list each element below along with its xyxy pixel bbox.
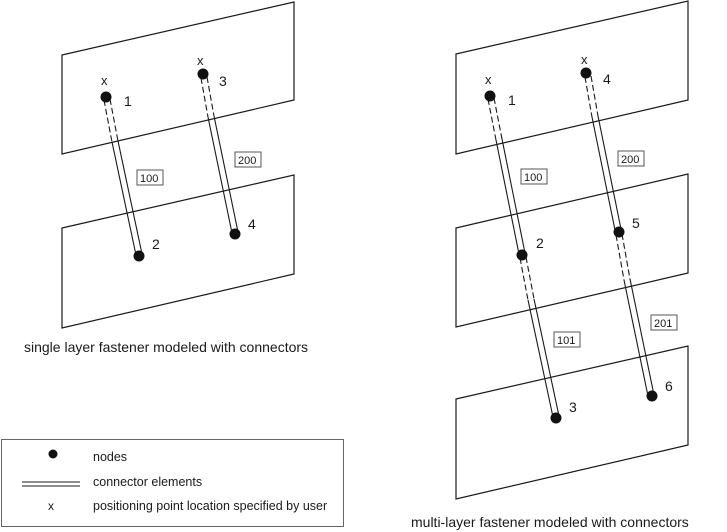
svg-text:101: 101 xyxy=(557,335,575,347)
connector-element xyxy=(487,97,526,255)
legend-item-nodes: nodes xyxy=(2,448,343,468)
single-layer-diagram: x x 1 2 3 4 100 200 xyxy=(61,1,295,329)
node-dot xyxy=(133,250,145,262)
legend-label: connector elements xyxy=(93,475,203,489)
connector-element xyxy=(519,256,560,418)
node-dot xyxy=(613,226,625,238)
node-label: 2 xyxy=(152,236,160,252)
positioning-point-mark: x xyxy=(581,52,588,67)
connector-element xyxy=(615,233,655,397)
plate-top xyxy=(61,1,295,155)
node-dot xyxy=(100,91,112,103)
node-label: 2 xyxy=(536,235,544,251)
positioning-point-mark: x xyxy=(197,53,204,68)
node-label: 1 xyxy=(508,92,516,108)
node-dot xyxy=(229,228,241,240)
svg-text:200: 200 xyxy=(238,155,256,167)
node-label: 3 xyxy=(219,73,227,89)
plate-bottom xyxy=(61,174,295,329)
node-dot xyxy=(197,68,209,80)
svg-text:100: 100 xyxy=(524,172,542,184)
node-dot-icon xyxy=(48,449,58,459)
positioning-point-mark: x xyxy=(101,73,108,88)
connector-element xyxy=(200,76,239,234)
element-id-label: 100 xyxy=(136,169,164,186)
node-label: 4 xyxy=(248,216,256,232)
plate-top xyxy=(455,0,689,155)
multi-layer-caption: multi-layer fastener modeled with connec… xyxy=(411,514,689,530)
node-dot xyxy=(646,390,658,402)
legend-item-connector-elements: connector elements xyxy=(2,473,343,493)
double-line-icon xyxy=(22,481,80,487)
plate-middle xyxy=(455,173,689,328)
node-label: 5 xyxy=(632,215,640,231)
node-label: 6 xyxy=(665,378,673,394)
svg-text:201: 201 xyxy=(654,318,672,330)
node-label: 1 xyxy=(124,93,132,109)
node-label: 3 xyxy=(569,399,577,415)
connector-element xyxy=(103,98,143,256)
positioning-point-mark: x xyxy=(485,72,492,87)
element-id-label: 101 xyxy=(553,331,581,348)
single-layer-caption: single layer fastener modeled with conne… xyxy=(24,339,309,355)
connector-element xyxy=(584,75,622,231)
plate-bottom xyxy=(455,345,689,500)
legend-item-positioning-point: x positioning point location specified b… xyxy=(2,497,343,517)
x-mark-icon: x xyxy=(48,499,54,513)
legend-label: positioning point location specified by … xyxy=(93,499,328,513)
element-id-label: 201 xyxy=(650,314,678,331)
element-id-label: 100 xyxy=(520,168,548,185)
svg-text:200: 200 xyxy=(621,154,639,166)
legend-label: nodes xyxy=(93,450,128,464)
element-id-label: 200 xyxy=(617,150,645,167)
element-id-label: 200 xyxy=(234,151,262,168)
node-dot xyxy=(484,90,496,102)
node-dot xyxy=(550,412,562,424)
legend: nodes connector elements x positioning p… xyxy=(1,439,344,527)
node-dot xyxy=(580,67,592,79)
node-label: 4 xyxy=(603,71,611,87)
node-dot xyxy=(516,249,528,261)
svg-text:100: 100 xyxy=(140,173,158,185)
multi-layer-diagram: x x 1 2 3 4 5 6 100 101 200 201 xyxy=(455,0,689,500)
